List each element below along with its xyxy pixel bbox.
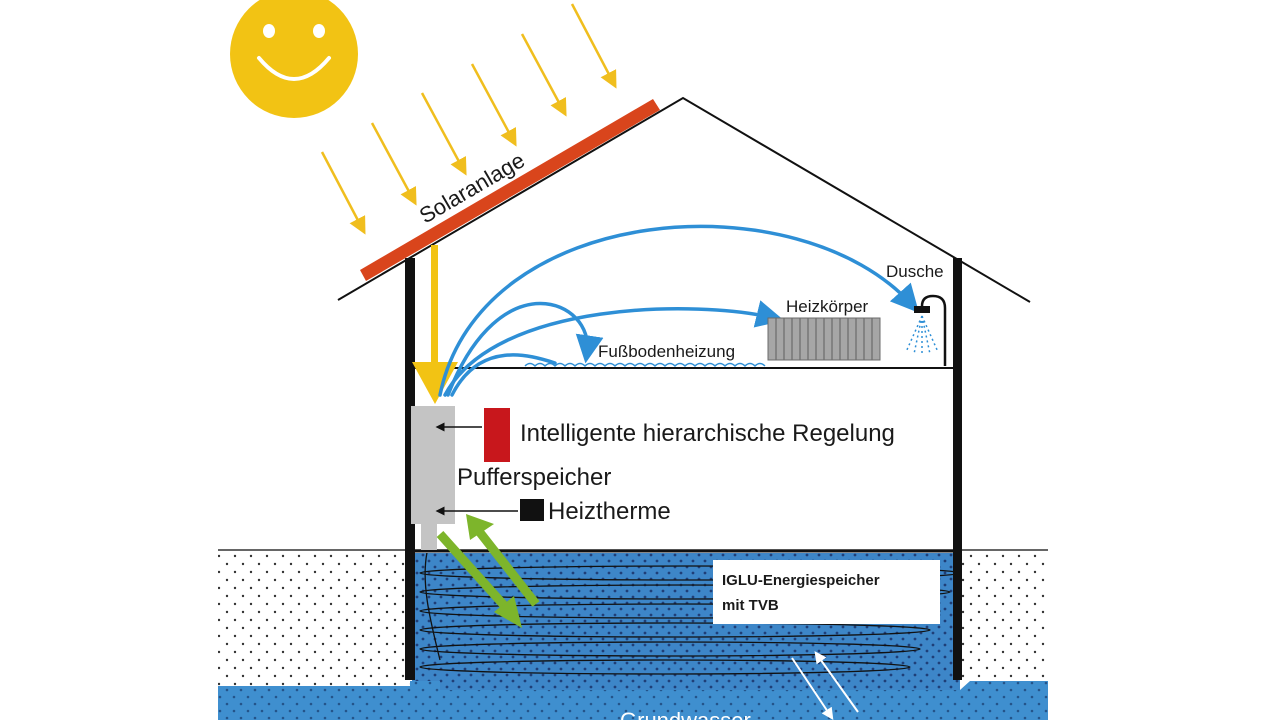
boiler-label: Heiztherme bbox=[548, 498, 671, 525]
storage-label-line2: mit TVB bbox=[722, 597, 779, 614]
storage-exchange-arrows bbox=[436, 514, 540, 628]
buffer-tank-pipe bbox=[421, 524, 437, 550]
roof bbox=[337, 96, 1031, 303]
wall-left bbox=[405, 258, 415, 680]
groundwater-label: Grundwasser bbox=[620, 708, 751, 720]
shower-head-icon bbox=[905, 294, 947, 366]
boiler-unit bbox=[520, 499, 544, 521]
radiator-icon bbox=[767, 317, 881, 361]
floor-heating-coil bbox=[524, 362, 766, 368]
smiley-sun-icon bbox=[230, 0, 358, 118]
shower-label: Dusche bbox=[886, 262, 944, 281]
storage-label-line1: IGLU-Energiespeicher bbox=[722, 572, 880, 589]
sun-rays bbox=[320, 3, 617, 235]
heating-pipes bbox=[438, 224, 920, 397]
control-label: Intelligente hierarchische Regelung bbox=[520, 420, 895, 447]
buffer-label: Pufferspeicher bbox=[457, 464, 611, 491]
storage-label-box bbox=[713, 560, 940, 624]
floor-heating-label: Fußbodenheizung bbox=[598, 342, 735, 361]
groundwater-layer bbox=[218, 681, 1048, 720]
solar-panel bbox=[360, 99, 660, 281]
wall-right bbox=[953, 258, 962, 680]
groundwater-exchange-arrows bbox=[791, 651, 859, 720]
solar-flow-arrow bbox=[412, 245, 458, 404]
soil-right bbox=[962, 550, 1048, 690]
buffer-tank bbox=[411, 406, 455, 524]
radiator-label: Heizkörper bbox=[786, 297, 869, 316]
control-unit bbox=[484, 408, 510, 462]
soil-left bbox=[218, 550, 410, 690]
